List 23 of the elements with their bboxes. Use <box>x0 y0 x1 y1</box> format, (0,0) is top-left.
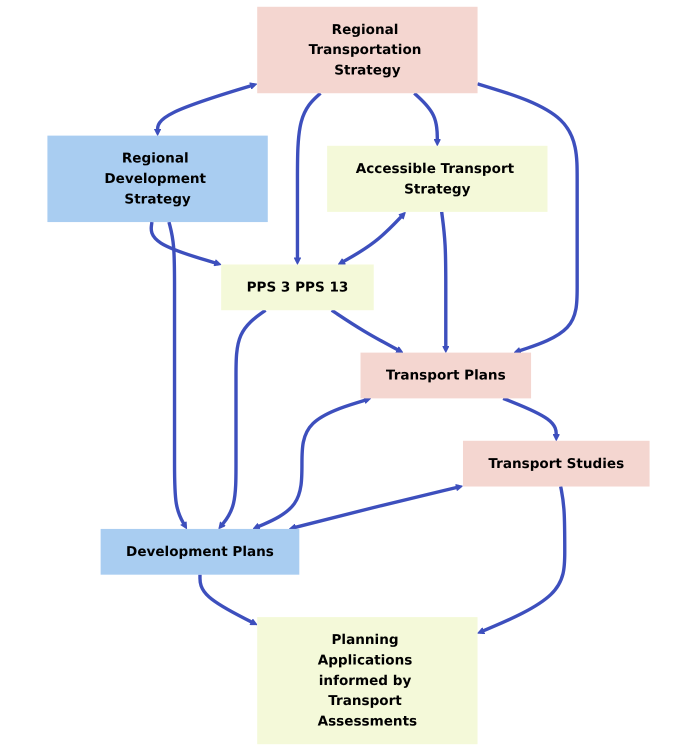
arrow <box>288 484 463 531</box>
arrow <box>477 82 579 354</box>
arrow <box>294 92 322 265</box>
arrow <box>198 574 258 626</box>
arrow <box>150 222 222 266</box>
arrow <box>440 212 450 353</box>
node-box: Accessible Transport Strategy <box>327 146 548 212</box>
node-box: Regional Development Strategy <box>47 136 268 222</box>
arrow <box>218 308 267 530</box>
arrow <box>477 486 566 634</box>
node-box: PPS 3 PPS 13 <box>221 264 374 310</box>
arrow <box>167 222 188 530</box>
arrow <box>413 92 442 146</box>
arrow <box>154 82 258 136</box>
arrow <box>338 212 406 265</box>
node-box: Development Plans <box>100 528 300 575</box>
node-box: Planning Applications informed by Transport Assessments <box>257 617 478 744</box>
arrow <box>502 396 560 442</box>
arrow <box>330 308 404 353</box>
node-box: Transport Plans <box>360 352 532 398</box>
arrow <box>252 396 372 530</box>
node-box: Transport Studies <box>462 440 650 487</box>
node-box: Regional Transportation Strategy <box>257 6 478 94</box>
